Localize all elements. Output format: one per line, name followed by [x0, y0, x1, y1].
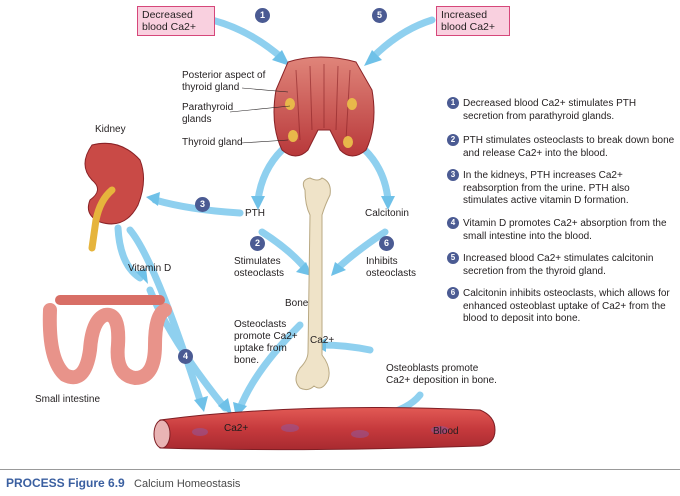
step-text: PTH stimulates osteoclasts to break down… — [463, 135, 675, 159]
kidney-label: Kidney — [95, 124, 126, 135]
step-number: 1 — [447, 97, 459, 109]
step-text: Decreased blood Ca2+ stimulates PTH secr… — [463, 98, 637, 122]
leader-lines — [229, 87, 291, 144]
figure-caption: PROCESS Figure 6.9 Calcium Homeostasis — [6, 476, 240, 490]
step-text: Calcitonin inhibits osteoclasts, which a… — [463, 288, 670, 324]
marker-4: 4 — [178, 349, 193, 364]
marker-1: 1 — [255, 8, 270, 23]
bone-label: Bone — [285, 298, 309, 309]
step-text: Increased blood Ca2+ stimulates calciton… — [463, 253, 654, 277]
osteoblasts-promote-label: Osteoblasts promote Ca2+ deposition in b… — [386, 363, 497, 386]
step-number: 5 — [447, 252, 459, 264]
inhibits-osteoclasts-label: Inhibits osteoclasts — [366, 256, 417, 279]
bone-illustration — [295, 177, 331, 391]
intestine-illustration — [42, 295, 172, 386]
step-number: 3 — [447, 169, 459, 181]
small-intestine-label: Small intestine — [35, 394, 101, 405]
decreased-blood-ca-box: Decreased blood Ca2+ — [137, 6, 215, 36]
stimulates-osteoclasts-label: Stimulates osteoclasts — [234, 256, 285, 279]
calcitonin-label: Calcitonin — [365, 208, 409, 219]
illustration — [42, 16, 496, 451]
thyroid-illustration — [273, 56, 375, 157]
marker-2: 2 — [250, 236, 265, 251]
caption-divider — [0, 469, 680, 470]
increased-blood-ca-box: Increased blood Ca2+ — [436, 6, 510, 36]
bone-ca-label: Ca2+ — [310, 335, 335, 346]
step-number: 4 — [447, 217, 459, 229]
blood-ca-label: Ca2+ — [224, 423, 249, 434]
figure-title: Calcium Homeostasis — [134, 478, 241, 490]
vitamin-d-label: Vitamin D — [128, 263, 172, 274]
step-number: 6 — [447, 287, 459, 299]
thyroid-label: Thyroid gland — [182, 137, 243, 148]
figure-number: PROCESS Figure 6.9 — [6, 476, 125, 490]
posterior-aspect-label: Posterior aspect of thyroid gland — [182, 70, 266, 93]
blood-vessel-illustration — [153, 407, 496, 451]
parathyroid-label: Parathyroid glands — [182, 102, 234, 125]
step-text: In the kidneys, PTH increases Ca2+ reabs… — [463, 170, 630, 206]
step-number: 2 — [447, 134, 459, 146]
blood-label: Blood — [433, 426, 459, 437]
osteoclasts-promote-label: Osteoclasts promote Ca2+ uptake from bon… — [234, 319, 298, 366]
pth-label: PTH — [245, 208, 265, 219]
step-text: Vitamin D promotes Ca2+ absorption from … — [463, 218, 667, 242]
marker-5: 5 — [372, 8, 387, 23]
marker-6: 6 — [379, 236, 394, 251]
marker-3: 3 — [195, 197, 210, 212]
kidney-illustration — [84, 142, 144, 252]
